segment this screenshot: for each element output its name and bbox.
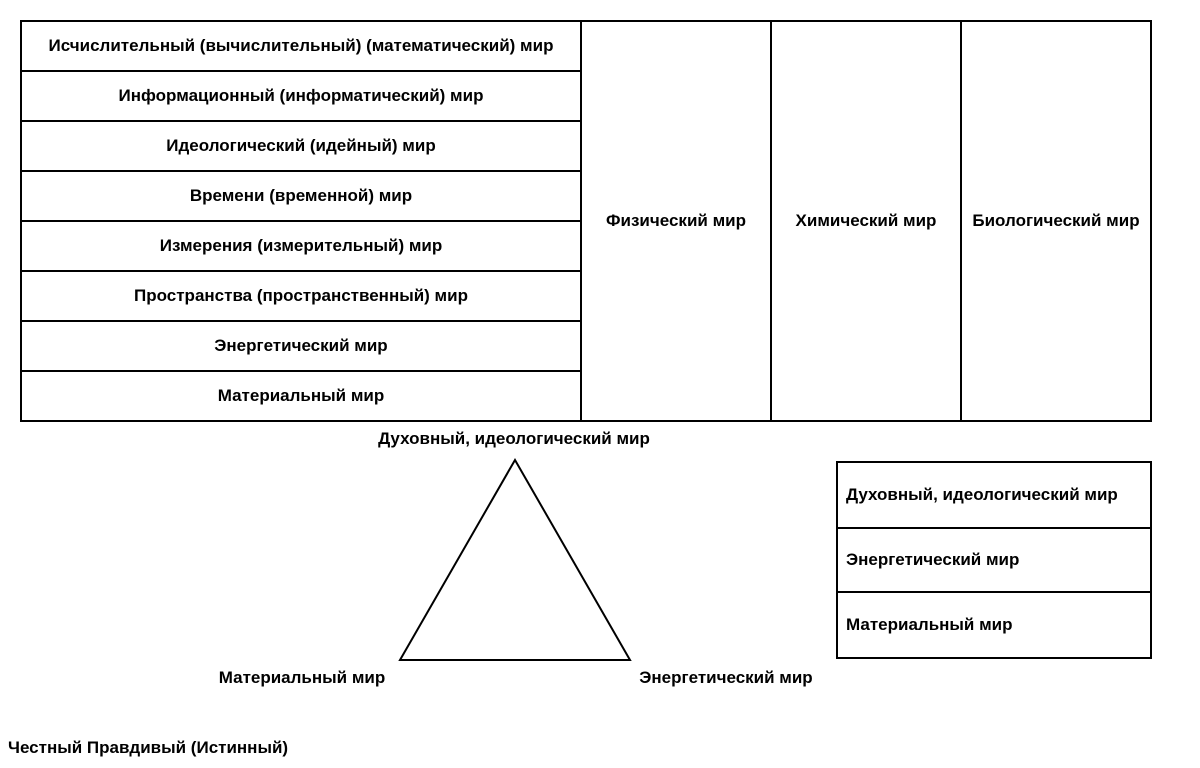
side-box-item: Духовный, идеологический мир [836, 461, 1152, 529]
table-row: Идеологический (идейный) мир [20, 120, 582, 172]
triangle-shape [398, 457, 632, 661]
triangle-right-label: Энергетический мир [639, 668, 813, 687]
table-row: Материальный мир [20, 370, 582, 422]
table-row: Исчислительный (вычислительный) (математ… [20, 20, 582, 72]
table-row: Времени (временной) мир [20, 170, 582, 222]
triangle-top-label: Духовный, идеологический мир [378, 429, 650, 448]
side-box-item: Энергетический мир [836, 527, 1152, 593]
table-row: Информационный (информатический) мир [20, 70, 582, 122]
table-column-biological: Биологический мир [960, 20, 1152, 422]
table-column-chemical: Химический мир [770, 20, 962, 422]
table-row: Пространства (пространственный) мир [20, 270, 582, 322]
table-row: Энергетический мир [20, 320, 582, 372]
triangle-left-label: Материальный мир [218, 668, 386, 687]
table-row: Измерения (измерительный) мир [20, 220, 582, 272]
table-column-physical: Физический мир [580, 20, 772, 422]
footer-text: Честный Правдивый (Истинный) [8, 738, 289, 757]
side-box-item: Материальный мир [836, 591, 1152, 659]
